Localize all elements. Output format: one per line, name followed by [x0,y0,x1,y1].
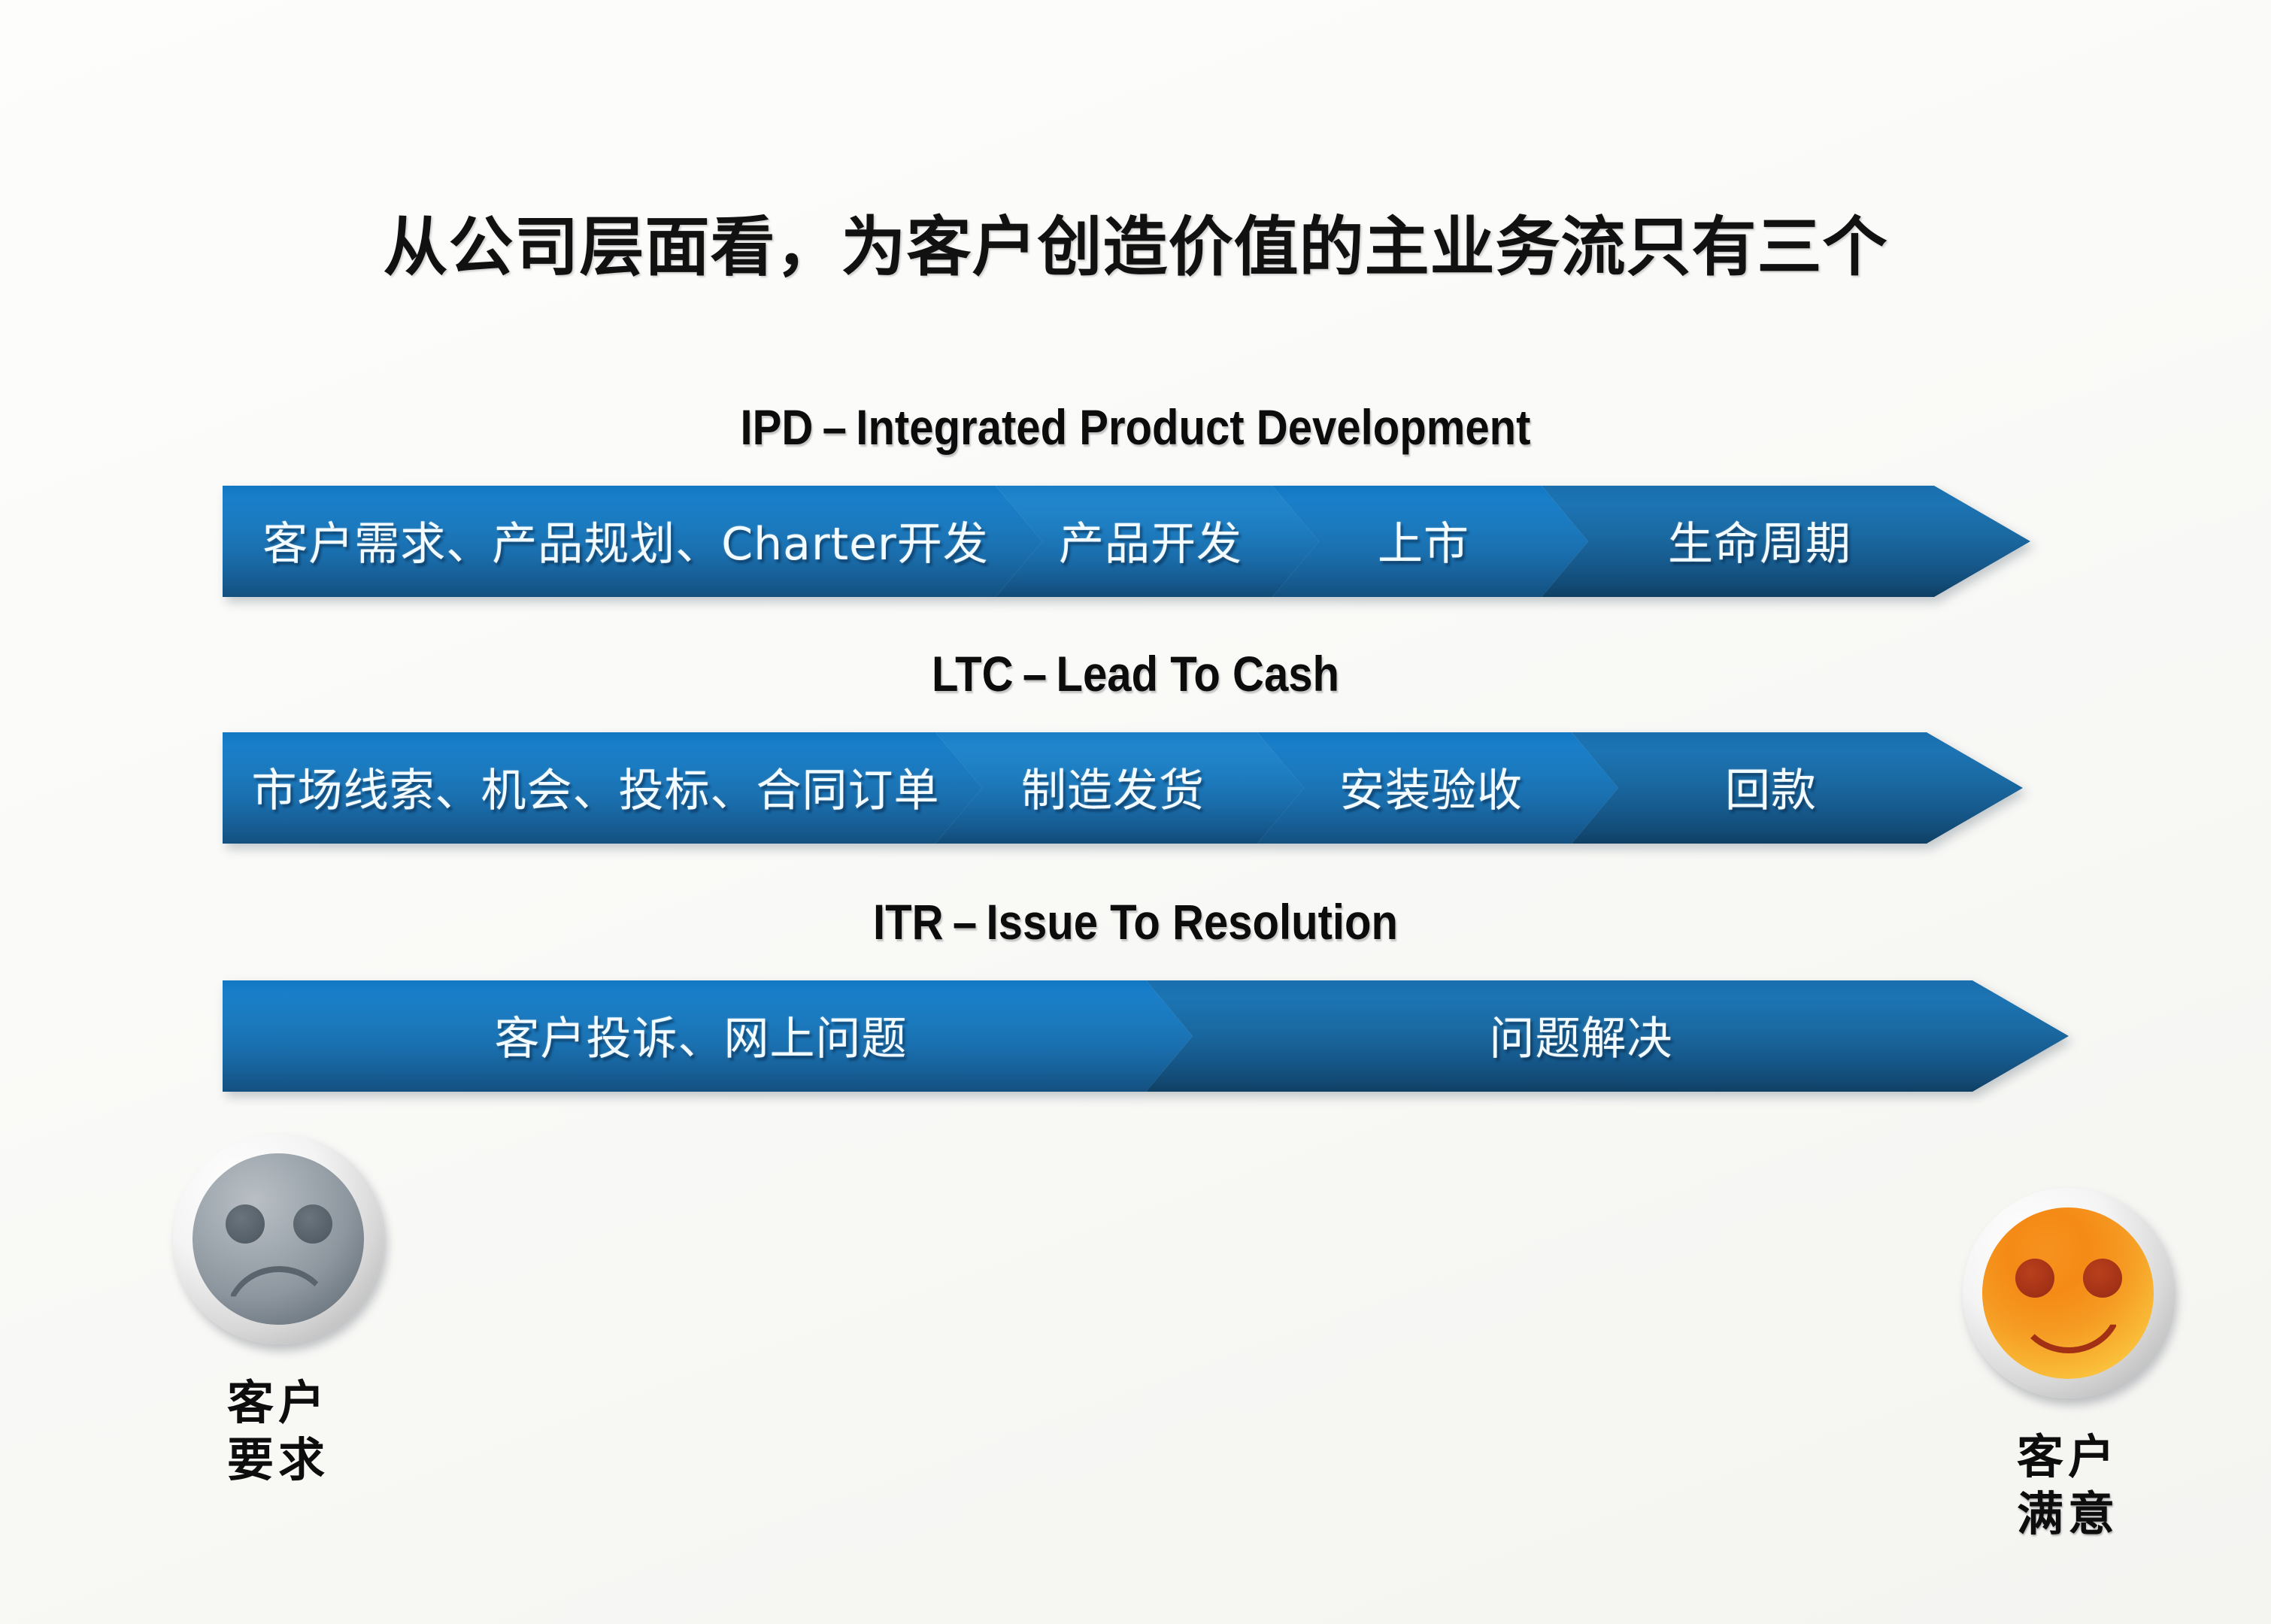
segment-shape [1572,732,2023,844]
eye-left [226,1204,265,1244]
flow-bar-ltc: 市场线索、机会、投标、合同订单 制造发货 安装验收 回款 [223,732,2069,844]
mouth-smile [2015,1304,2122,1353]
flow-fullname-itr: Issue To Resolution [986,894,1399,950]
flow-abbr-itr: ITR [872,894,944,950]
flow-segment-label: 产品开发 [1059,517,1242,571]
segment-shape [935,732,1304,844]
segment-shape [223,732,982,844]
flow-abbr-ltc: LTC [931,646,1014,701]
flow-segment-label: 市场线索、机会、投标、合同订单 [251,764,940,817]
flow-segment-ltc-2[interactable]: 制造发货 [935,732,1304,844]
segment-shape [1146,980,2069,1092]
segment-shape [996,486,1319,597]
caption-line-2: 满意 [2016,1486,2119,1541]
flow-segment-itr-1[interactable]: 客户投诉、网上问题 [223,980,1193,1092]
flow-segment-label: 客户需求、产品规划、Charter开发 [262,517,989,571]
eye-right [2083,1259,2122,1298]
endpoint-start: 客户 要求 [120,1134,436,1488]
segment-shape [1257,732,1618,844]
flow-heading-ltc: LTC–Lead To Cash [136,645,2135,702]
flow-segment-ipd-2[interactable]: 产品开发 [996,486,1319,597]
flow-segment-label: 客户投诉、网上问题 [494,1012,908,1065]
flow-segment-ltc-4[interactable]: 回款 [1572,732,2023,844]
flow-segment-label: 回款 [1725,764,1817,817]
endpoint-start-caption: 客户 要求 [120,1374,436,1488]
endpoint-end: 客户 满意 [1910,1188,2226,1542]
face-inner [1982,1207,2154,1379]
endpoint-end-caption: 客户 满意 [1910,1429,2226,1542]
eye-right [293,1204,332,1244]
mouth-frown [226,1266,332,1316]
segment-shape [1542,486,2030,597]
flow-abbr-ipd: IPD [740,399,814,455]
flow-fullname-ltc: Lead To Cash [1056,646,1340,701]
flow-segment-label: 制造发货 [1021,764,1205,817]
flow-separator-ltc: – [1022,646,1048,701]
flow-bar-ipd: 客户需求、产品规划、Charter开发 产品开发 上市 生命周期 [223,486,2080,597]
flow-heading-ipd: IPD–Integrated Product Development [136,398,2135,456]
happy-face-icon [1963,1188,2173,1398]
flow-segment-ipd-3[interactable]: 上市 [1272,486,1588,597]
flow-segment-itr-2[interactable]: 问题解决 [1146,980,2069,1092]
flow-separator-itr: – [952,894,978,950]
caption-line-1: 客户 [2016,1429,2119,1484]
page-title: 从公司层面看，为客户创造价值的主业务流只有三个 [383,209,1888,285]
face-inner [193,1153,364,1325]
flow-segment-ltc-3[interactable]: 安装验收 [1257,732,1618,844]
segment-shape [223,980,1193,1092]
caption-line-1: 客户 [226,1375,329,1430]
flow-segment-label: 生命周期 [1668,517,1851,571]
eye-left [2015,1259,2054,1298]
sad-face-icon [173,1134,384,1344]
flow-separator-ipd: – [822,399,847,455]
flow-segment-label: 问题解决 [1489,1012,1673,1065]
flow-heading-itr: ITR–Issue To Resolution [136,893,2135,950]
flow-segment-ipd-1[interactable]: 客户需求、产品规划、Charter开发 [223,486,1042,597]
flow-segment-ipd-4[interactable]: 生命周期 [1542,486,2030,597]
caption-line-2: 要求 [226,1432,329,1487]
flow-fullname-ipd: Integrated Product Development [856,399,1531,455]
flow-bar-itr: 客户投诉、网上问题 问题解决 [223,980,2069,1092]
flow-segment-label: 安装验收 [1339,764,1523,817]
segment-shape [1272,486,1588,597]
flow-segment-label: 上市 [1378,517,1469,571]
flow-segment-ltc-1[interactable]: 市场线索、机会、投标、合同订单 [223,732,982,844]
segment-shape [223,486,1042,597]
